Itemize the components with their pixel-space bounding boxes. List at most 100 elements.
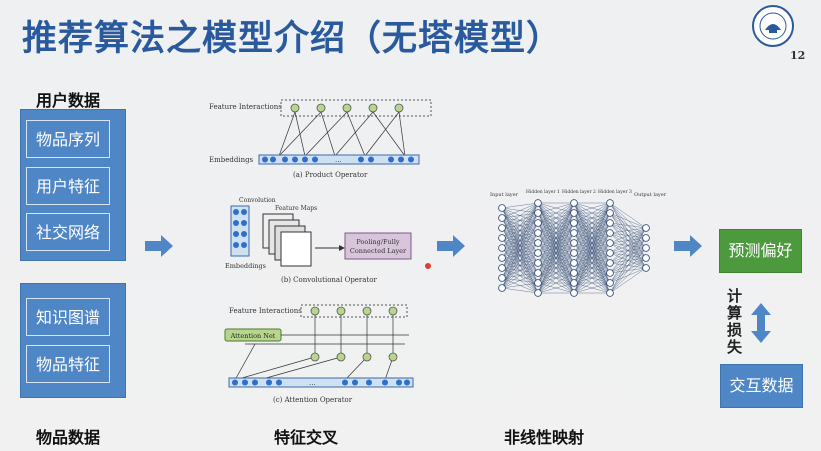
nn-edge xyxy=(609,247,647,294)
nn-edge xyxy=(573,202,611,294)
nn-edge xyxy=(609,227,647,234)
nn-edge xyxy=(609,227,647,284)
nn-edge xyxy=(501,232,539,289)
nn-node xyxy=(498,284,506,292)
nn-output-layer-label: Output layer xyxy=(634,192,667,198)
nn-edge xyxy=(501,272,539,289)
conv-operator-caption: (b) Convolutional Operator xyxy=(281,276,377,284)
nn-edge xyxy=(609,222,647,229)
nn-edge xyxy=(537,202,575,284)
attention-feature-interactions-label: Feature Interactions xyxy=(229,307,302,315)
nn-node xyxy=(570,289,578,297)
attention-net-label: Attention Net xyxy=(230,332,276,340)
user-item-sequence: 物品序列 xyxy=(26,120,110,158)
svg-text:...: ... xyxy=(335,156,342,164)
item-features: 物品特征 xyxy=(26,345,110,383)
compute-loss-label: 计算损失 xyxy=(727,287,743,356)
arrow-right-icon xyxy=(437,235,465,257)
nn-edge xyxy=(501,282,539,289)
nn-node xyxy=(606,239,614,247)
page-title: 推荐算法之模型介绍（无塔模型） xyxy=(22,19,563,59)
svg-text:...: ... xyxy=(309,379,316,387)
nn-node xyxy=(570,199,578,207)
product-operator-caption: (a) Product Operator xyxy=(293,171,368,179)
nn-node xyxy=(498,234,506,242)
nn-node xyxy=(498,204,506,212)
nn-node xyxy=(606,259,614,267)
nn-node xyxy=(498,274,506,282)
nn-edge xyxy=(573,252,611,294)
page-number: 12 xyxy=(790,49,806,62)
nn-node xyxy=(498,264,506,272)
nn-node xyxy=(570,239,578,247)
nn-node xyxy=(570,209,578,217)
nn-edge xyxy=(573,202,611,234)
nn-edge xyxy=(609,267,647,294)
nn-node xyxy=(642,264,650,272)
nn-node xyxy=(534,229,542,237)
nn-edge xyxy=(609,257,647,294)
nn-edge xyxy=(537,202,575,214)
nn-node xyxy=(534,259,542,267)
nn-edge xyxy=(609,227,647,244)
nn-edge xyxy=(537,202,575,254)
nn-node xyxy=(570,259,578,267)
nn-edge xyxy=(501,222,539,289)
user-data-caption: 用户数据 xyxy=(36,91,101,110)
nn-node xyxy=(606,199,614,207)
nn-edge xyxy=(573,262,611,294)
nn-edge xyxy=(537,202,575,294)
nn-edge xyxy=(501,202,539,209)
nn-node xyxy=(534,269,542,277)
nn-edge xyxy=(609,227,647,254)
nn-edge xyxy=(573,232,611,294)
nn-edge xyxy=(501,202,539,279)
nn-edge xyxy=(501,202,539,229)
nn-edge xyxy=(501,202,539,239)
nn-node xyxy=(570,219,578,227)
nn-node xyxy=(642,224,650,232)
nn-edge xyxy=(537,242,575,294)
nn-node xyxy=(606,229,614,237)
nn-edge xyxy=(537,202,575,274)
nn-node xyxy=(498,254,506,262)
nn-edge xyxy=(609,227,647,294)
nn-input-layer-label: Input layer xyxy=(490,192,519,198)
product-embeddings-label: Embeddings xyxy=(209,156,254,164)
nn-edge xyxy=(573,202,611,224)
nn-node xyxy=(642,234,650,242)
nn-edge xyxy=(573,272,611,294)
nn-node xyxy=(606,219,614,227)
nn-node xyxy=(570,249,578,257)
nn-node xyxy=(534,199,542,207)
conv-feature-maps-label: Feature Maps xyxy=(275,205,317,212)
nn-edge xyxy=(573,202,611,274)
nn-edge xyxy=(609,202,647,229)
university-logo xyxy=(752,5,794,47)
conv-pooling-line2: Connected Layer xyxy=(350,247,407,255)
nn-edge xyxy=(501,287,539,294)
nn-node xyxy=(570,269,578,277)
nn-edge xyxy=(501,202,539,259)
nn-hidden1-label: Hidden layer 1 xyxy=(526,189,560,195)
up-down-arrow-icon xyxy=(751,303,771,343)
nn-edge xyxy=(501,212,539,289)
nn-edge xyxy=(537,202,575,264)
nn-edge xyxy=(573,242,611,294)
nn-edge xyxy=(537,232,575,294)
nn-edge xyxy=(537,272,575,294)
laser-pointer-icon xyxy=(425,263,431,269)
product-feature-interactions-label: Feature Interactions xyxy=(209,103,282,111)
nonlinear-caption: 非线性映射 xyxy=(504,428,585,447)
arrow-right-icon xyxy=(674,235,702,257)
nn-node xyxy=(534,289,542,297)
nn-edge xyxy=(537,252,575,294)
nn-hidden2-label: Hidden layer 2 xyxy=(562,189,596,195)
nn-edge xyxy=(573,202,611,244)
nn-node xyxy=(570,229,578,237)
nn-edge xyxy=(501,242,539,289)
nn-edge xyxy=(573,212,611,294)
nn-node xyxy=(606,249,614,257)
nn-node xyxy=(534,279,542,287)
nn-edge xyxy=(501,202,539,269)
